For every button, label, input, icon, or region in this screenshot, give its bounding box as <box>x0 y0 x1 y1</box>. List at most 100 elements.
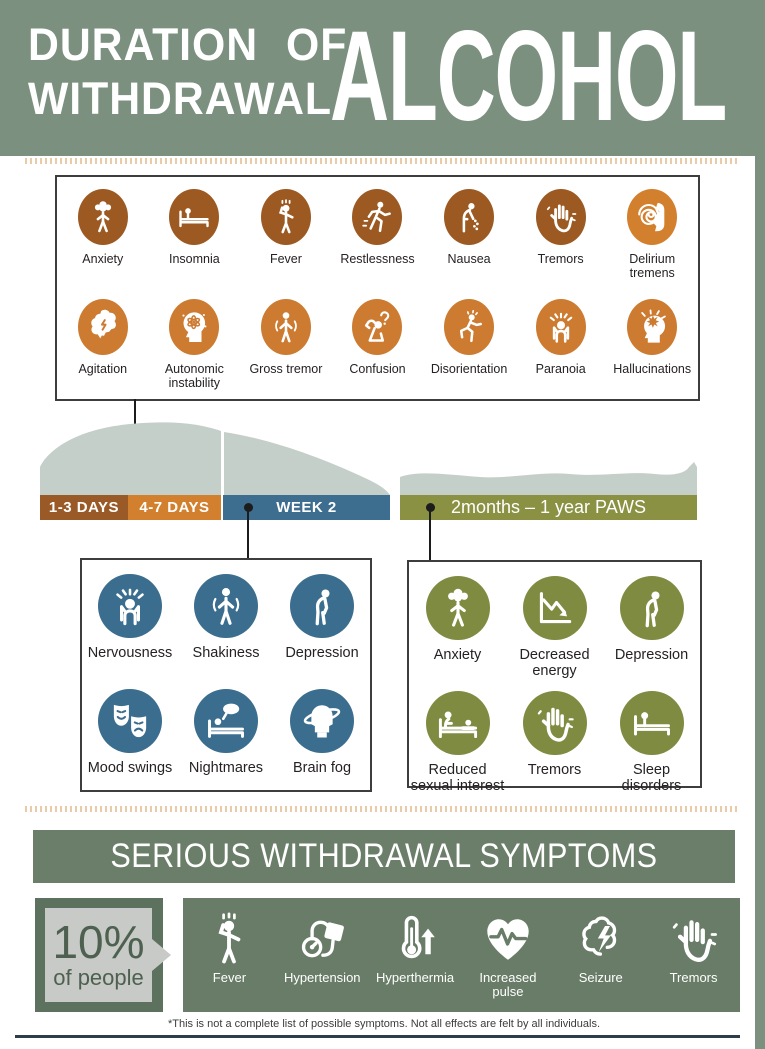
tremors-icon <box>522 691 587 755</box>
bottom-rule <box>15 1035 740 1038</box>
segment-label: WEEK 2 <box>276 499 337 516</box>
symptom-confusion: Confusion <box>332 299 424 409</box>
gross-tremor-icon <box>260 299 311 355</box>
symptom-restlessness: Restlessness <box>332 189 424 299</box>
title-line-1: DURATION OF <box>28 19 348 70</box>
symptom-label: Anxiety <box>433 647 482 663</box>
segment-label: 1-3 DAYS <box>48 499 120 516</box>
nausea-icon <box>444 189 495 245</box>
symptom-label: Agitation <box>78 362 128 376</box>
week2-symptoms-box: Nervousness Shakiness Depression Mood sw… <box>80 558 372 792</box>
symptom-label: Seizure <box>578 970 623 985</box>
symptom-paranoia: Paranoia <box>515 299 607 409</box>
restlessness-icon <box>352 189 403 245</box>
connector-line-paws <box>429 508 431 560</box>
anxiety-icon <box>77 189 128 245</box>
depression-icon <box>619 576 684 640</box>
symptom-label: Sleep disorders <box>621 762 682 795</box>
serious-hypertension: Hypertension <box>276 912 369 985</box>
paws-symptoms-box: Anxiety Decreased energy Depression Redu… <box>407 560 702 794</box>
symptom-depression: Depression <box>274 574 370 689</box>
symptom-insomnia: Insomnia <box>149 189 241 299</box>
heart-pulse-icon <box>481 912 535 966</box>
connector-line-week2 <box>247 508 249 558</box>
symptom-mood-swings: Mood swings <box>82 689 178 804</box>
symptom-label: Confusion <box>349 362 406 376</box>
brain-lightning-icon <box>574 912 628 966</box>
symptom-label: Depression <box>285 645 359 661</box>
early-symptoms-grid: Anxiety Insomnia Fever Restlessness Naus… <box>57 177 698 409</box>
symptom-label: Reduced sexual interest <box>410 762 505 795</box>
delirium-tremens-icon <box>627 189 678 245</box>
symptom-disorientation: Disorientation <box>423 299 515 409</box>
symptom-nervousness: Nervousness <box>82 574 178 689</box>
symptom-label: Hypertension <box>283 970 361 985</box>
stat-box: 10% of people <box>35 898 171 1012</box>
symptom-anxiety: Anxiety <box>57 189 149 299</box>
confusion-icon <box>352 299 403 355</box>
serious-symptoms-banner: SERIOUS WITHDRAWAL SYMPTOMS <box>33 830 735 883</box>
symptom-label: Restlessness <box>340 252 415 266</box>
symptom-nausea: Nausea <box>423 189 515 299</box>
banner-title: SERIOUS WITHDRAWAL SYMPTOMS <box>110 837 658 875</box>
paws-grid: Anxiety Decreased energy Depression Redu… <box>409 562 700 806</box>
timeline-segment-paws: 2months – 1 year PAWS <box>400 495 697 520</box>
depression-icon <box>290 574 354 638</box>
symptom-label: Anxiety <box>82 252 124 266</box>
symptom-label: Shakiness <box>192 645 260 661</box>
reduced-sexual-interest-icon <box>425 691 490 755</box>
symptom-agitation: Agitation <box>57 299 149 409</box>
serious-symptoms-box: Fever Hypertension Hyperthermia Increase… <box>183 898 740 1012</box>
symptom-label: Nervousness <box>87 645 173 661</box>
stat-inner-panel: 10% of people <box>45 908 152 1002</box>
sleep-disorders-icon <box>619 691 684 755</box>
stat-label: of people <box>53 964 144 990</box>
symptom-label: Tremors <box>527 762 582 778</box>
dotted-divider-bottom <box>25 806 740 812</box>
shaking-hand-icon <box>667 912 721 966</box>
symptom-paws-depression: Depression <box>603 576 700 691</box>
symptom-label: Increased pulse <box>479 970 537 1000</box>
symptom-label: Insomnia <box>168 252 220 266</box>
segment-label: 4-7 DAYS <box>139 499 210 516</box>
agitation-icon <box>77 299 128 355</box>
substance-title: ALCOHOL <box>330 5 727 148</box>
symptom-paws-anxiety: Anxiety <box>409 576 506 691</box>
symptom-label: Fever <box>212 970 247 985</box>
symptom-label: Fever <box>269 252 302 266</box>
symptom-label: Delirium tremens <box>629 252 676 280</box>
symptom-reduced-sexual-interest: Reduced sexual interest <box>409 691 506 806</box>
symptom-label: Tremors <box>669 970 718 985</box>
symptom-sleep-disorders: Sleep disorders <box>603 691 700 806</box>
tremors-icon <box>535 189 586 245</box>
insomnia-icon <box>169 189 220 245</box>
symptom-label: Mood swings <box>87 760 173 776</box>
timeline-segment-4-7-days: 4-7 DAYS <box>128 495 221 520</box>
blood-pressure-icon <box>295 912 349 966</box>
symptom-label: Decreased energy <box>519 647 590 680</box>
stat-value: 10% <box>52 915 145 968</box>
symptom-label: Depression <box>614 647 689 663</box>
symptom-autonomic-instability: Autonomic instability <box>149 299 241 409</box>
paranoia-icon <box>535 299 586 355</box>
serious-hyperthermia: Hyperthermia <box>369 912 462 985</box>
intensity-curve <box>40 422 697 495</box>
autonomic-instability-icon <box>169 299 220 355</box>
connector-line-early <box>134 399 136 440</box>
symptom-label: Brain fog <box>292 760 352 776</box>
symptom-nightmares: Nightmares <box>178 689 274 804</box>
thermometer-icon <box>388 912 442 966</box>
page-title: DURATION OF WITHDRAWAL <box>28 18 364 126</box>
symptom-label: Paranoia <box>535 362 586 376</box>
symptom-label: Nightmares <box>188 760 264 776</box>
symptom-delirium-tremens: Delirium tremens <box>606 189 698 299</box>
symptom-label: Hyperthermia <box>376 970 455 985</box>
mood-swings-icon <box>98 689 162 753</box>
week2-grid: Nervousness Shakiness Depression Mood sw… <box>82 560 370 804</box>
fever-icon <box>260 189 311 245</box>
hallucinations-icon <box>627 299 678 355</box>
symptom-label: Gross tremor <box>249 362 323 376</box>
serious-seizure: Seizure <box>554 912 647 985</box>
header-banner: DURATION OF WITHDRAWAL ALCOHOL <box>0 0 765 156</box>
